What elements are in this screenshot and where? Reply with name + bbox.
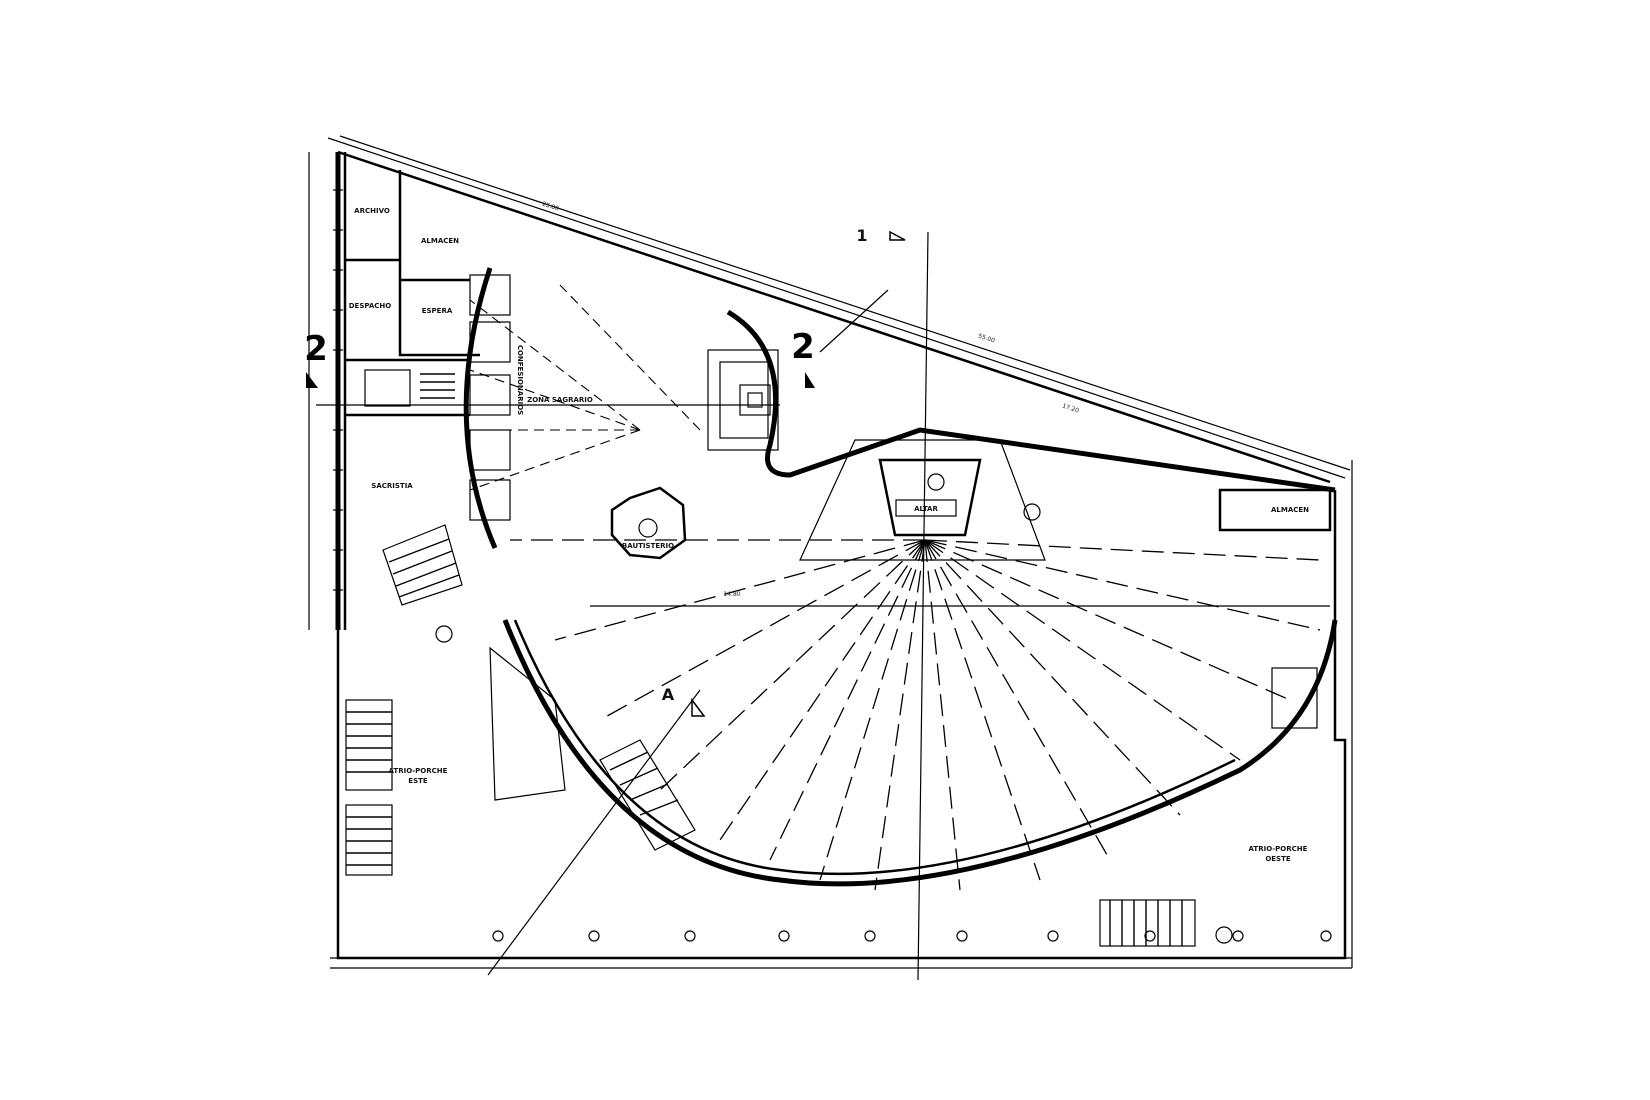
label-altar: ALTAR: [914, 505, 938, 513]
left-wall-ticks: [333, 189, 343, 591]
sacristia-stair: [382, 524, 463, 606]
entrance-vestibules: [489, 646, 1318, 851]
almacen-ne: [1218, 488, 1332, 532]
room-almacen-ne: ALMACEN: [1271, 506, 1309, 514]
section-arrow-left: [306, 372, 318, 388]
section-mark-left: 2: [304, 329, 328, 369]
axis-lines: [316, 231, 1330, 981]
atrio-oeste-stairs: [1099, 899, 1196, 947]
room-almacen-nw: ALMACEN: [421, 237, 459, 245]
label-atrio-oeste-1: ATRIO-PORCHE: [1249, 845, 1308, 853]
section-arrow-bottom: [691, 697, 706, 717]
label-atrio-este-1: ATRIO-PORCHE: [389, 767, 448, 775]
sanctuary-steps: [707, 349, 779, 451]
site-boundary: [308, 135, 1353, 969]
room-archivo: ARCHIVO: [354, 207, 390, 215]
section-arrow-right: [805, 372, 815, 388]
label-bautisterio: BAUTISTERIO: [622, 542, 674, 550]
section-mark-top: 1: [856, 226, 867, 245]
atrio-este-stairs: [345, 699, 393, 876]
section-mark-bottom: A: [662, 685, 675, 704]
pew-radials: [469, 284, 1321, 891]
dim-top-3: 17.20: [1061, 403, 1080, 415]
nave-walls: [463, 267, 1338, 887]
room-espera: ESPERA: [422, 307, 453, 315]
label-atrio-oeste-2: OESTE: [1265, 855, 1291, 863]
label-confesionarios: CONFESIONARIOS: [516, 345, 524, 415]
dim-top-2: 55.00: [977, 333, 996, 345]
section-mark-right: 2: [791, 327, 815, 367]
dim-axis: 14.80: [723, 591, 740, 598]
label-zona-sagrario: ZONA SAGRARIO: [527, 396, 593, 404]
label-atrio-este-2: ESTE: [408, 777, 428, 785]
porch-columns: [435, 473, 1332, 944]
baptistery: [610, 486, 687, 560]
room-sacristia: SACRISTIA: [371, 482, 413, 490]
room-despacho: DESPACHO: [349, 302, 392, 310]
service-rooms: [345, 170, 480, 417]
section-arrow-top: [889, 230, 906, 241]
altar-platform: [799, 439, 1046, 561]
